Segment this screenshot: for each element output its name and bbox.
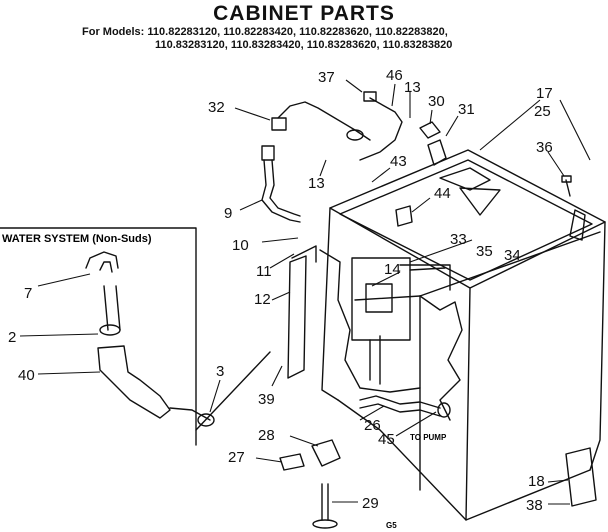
callout-25: 25 <box>534 103 551 120</box>
part-2-washer <box>99 324 121 336</box>
callout-33: 33 <box>450 231 467 248</box>
part-9-hose <box>261 159 301 223</box>
part-30-clip <box>419 121 441 139</box>
callout-46: 46 <box>386 67 403 84</box>
part-31-valve <box>427 139 447 166</box>
models-line-2: 110.83283120, 110.83283420, 110.83283620… <box>155 39 453 51</box>
callout-45: 45 <box>378 431 395 448</box>
part-37-fitting <box>363 91 377 102</box>
callout-2: 2 <box>8 329 16 346</box>
part-34-bracket <box>459 187 501 216</box>
part-17-clip <box>569 209 586 241</box>
callout-31: 31 <box>458 101 475 118</box>
part-3-fitting <box>197 413 215 427</box>
part-46-hose <box>359 97 403 161</box>
callout-35: 35 <box>476 243 493 260</box>
callout-44: 44 <box>434 185 451 202</box>
part-14-switch <box>365 283 393 313</box>
callout-32: 32 <box>208 99 225 116</box>
callout-40: 40 <box>18 367 35 384</box>
callout-27: 27 <box>228 449 245 466</box>
pump-note: TO PUMP <box>410 433 447 442</box>
callout-13-mid: 13 <box>308 175 325 192</box>
callout-3: 3 <box>216 363 224 380</box>
callout-14: 14 <box>384 261 401 278</box>
page-title: CABINET PARTS <box>213 2 395 25</box>
callout-36: 36 <box>536 139 553 156</box>
callout-18: 18 <box>528 473 545 490</box>
models-line-1-text: 110.82283120, 110.82283420, 110.82283620… <box>147 26 448 38</box>
part-7-tube <box>103 285 121 331</box>
models-prefix: For Models: <box>82 26 145 38</box>
inset-label: WATER SYSTEM (Non-Suds) <box>2 233 152 245</box>
model-list: For Models: 110.82283120, 110.82283420, … <box>82 26 452 52</box>
part-28-mount <box>311 439 341 467</box>
inset-frame <box>0 227 197 446</box>
callout-38: 38 <box>526 497 543 514</box>
part-32-connector <box>271 117 287 131</box>
inset-link-line <box>195 351 271 431</box>
callout-29: 29 <box>362 495 379 512</box>
callout-43: 43 <box>390 153 407 170</box>
callout-34: 34 <box>504 247 521 264</box>
callout-11: 11 <box>256 263 272 280</box>
part-45-clamp <box>437 402 451 418</box>
part-33-panel <box>351 257 411 341</box>
part-9-clamp <box>261 145 275 161</box>
part-7-hose <box>85 251 119 273</box>
callout-37: 37 <box>318 69 335 86</box>
part-27-clip <box>279 453 305 471</box>
callout-7: 7 <box>24 285 32 302</box>
callout-13-top: 13 <box>404 79 421 96</box>
part-29-leg <box>321 483 329 521</box>
callout-17: 17 <box>536 85 553 102</box>
callout-12: 12 <box>254 291 271 308</box>
cabinet-body <box>319 149 606 521</box>
part-12-panel <box>287 255 307 379</box>
callout-9: 9 <box>224 205 232 222</box>
callout-39: 39 <box>258 391 275 408</box>
footer-code: G5 <box>386 521 397 530</box>
part-26-hose <box>359 395 441 409</box>
callout-10: 10 <box>232 237 249 254</box>
part-18-bracket <box>565 447 597 507</box>
callout-26: 26 <box>364 417 381 434</box>
part-32-wire <box>277 101 371 141</box>
part-32-plug <box>346 129 364 141</box>
part-40-pump-housing <box>97 345 171 419</box>
callout-30: 30 <box>428 93 445 110</box>
part-25-top-plate <box>439 167 491 191</box>
part-44-clip <box>395 205 413 227</box>
callout-28: 28 <box>258 427 275 444</box>
models-line-1: For Models: 110.82283120, 110.82283420, … <box>82 26 452 39</box>
